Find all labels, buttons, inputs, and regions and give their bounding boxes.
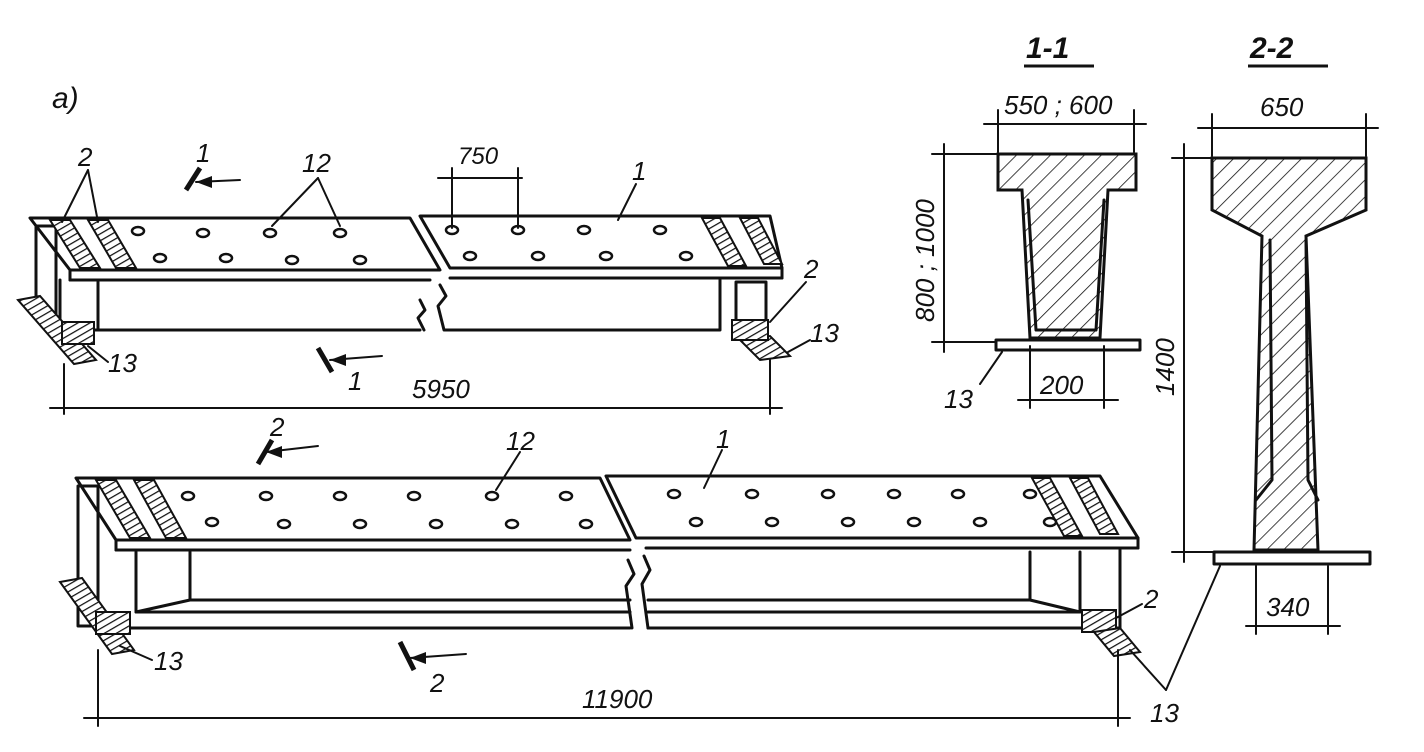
short-beam-plate-left — [16, 294, 98, 366]
short-beam-plate-right — [731, 319, 793, 362]
short-beam-band-4 — [738, 217, 784, 265]
short-beam-web — [58, 278, 722, 332]
section-2-2 — [1171, 64, 1379, 635]
short-beam-band-3 — [700, 217, 748, 267]
callout-long-13l: 13 — [154, 646, 183, 676]
dim-long-length: 11900 — [582, 684, 653, 714]
dim-sec2-base: 340 — [1266, 592, 1310, 622]
section-1-1-title: 1-1 — [1026, 32, 1069, 65]
section-1-1-shape — [996, 152, 1138, 340]
dim-sec1-height: 800 ; 1000 — [910, 199, 940, 322]
section-1-1 — [931, 64, 1147, 409]
callout-long-beam: 1 — [716, 424, 730, 454]
long-beam-holes — [180, 488, 1058, 530]
long-beam-band-3 — [1030, 477, 1084, 537]
callout-top-short-sec-bottom: 1 — [348, 366, 362, 396]
section-2-2-title: 2-2 — [1249, 32, 1294, 65]
long-beam-web — [96, 548, 1122, 630]
figure-label: а) — [52, 82, 79, 115]
callout-top-short-12: 12 — [302, 148, 331, 178]
callout-top-short-2: 2 — [77, 142, 93, 172]
callout-top-short-2r: 2 — [803, 254, 819, 284]
callout-long-2r: 2 — [1143, 584, 1159, 614]
short-beam — [16, 166, 811, 415]
callout-long-12: 12 — [506, 426, 535, 456]
short-beam-band-2 — [86, 219, 138, 269]
long-beam-plate-left — [58, 576, 136, 656]
dim-sec2-width: 650 — [1260, 92, 1304, 122]
dim-sec1-base: 200 — [1039, 370, 1084, 400]
dim-sec2-height: 1400 — [1150, 338, 1180, 396]
long-beam-band-4 — [1068, 477, 1120, 535]
short-beam-holes — [130, 224, 694, 266]
callout-sec1-13: 13 — [944, 384, 973, 414]
callout-top-short-beam: 1 — [632, 156, 646, 186]
long-beam — [58, 438, 1221, 727]
dim-short-length: 5950 — [412, 374, 470, 404]
section-2-2-shape — [1210, 156, 1368, 552]
callout-long-sec-top: 2 — [269, 412, 285, 442]
dim-sec1-width: 550 ; 600 — [1004, 90, 1113, 120]
long-beam-flange-left — [74, 476, 632, 542]
long-beam-band-2 — [132, 479, 188, 539]
callout-long-sec-bottom: 2 — [429, 668, 445, 698]
callout-top-short-13r: 13 — [810, 318, 839, 348]
long-beam-plate-right — [1081, 609, 1142, 658]
long-beam-band-1 — [94, 479, 152, 539]
dim-spacing: 750 — [458, 143, 499, 170]
callout-top-short-13l: 13 — [108, 348, 137, 378]
callout-long-13r: 13 — [1150, 698, 1179, 728]
callout-top-short-1: 1 — [196, 138, 210, 168]
